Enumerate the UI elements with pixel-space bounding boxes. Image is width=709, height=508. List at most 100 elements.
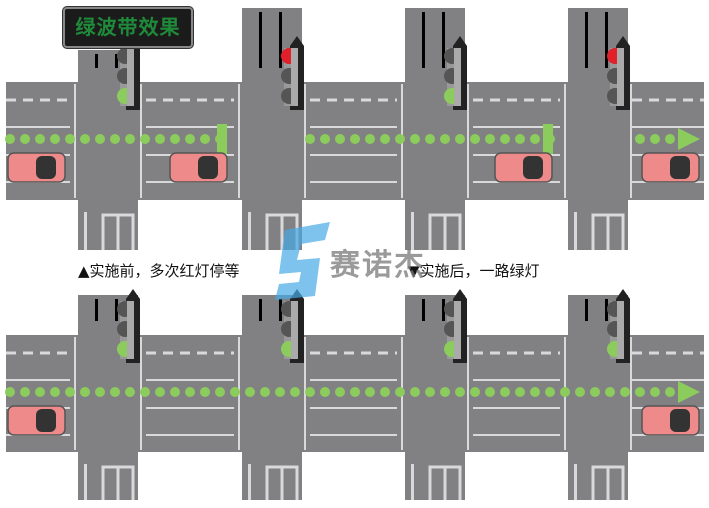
green-wave-dot [20,134,30,144]
crosswalk-lines [591,213,625,250]
green-wave-dot [275,387,285,397]
road-south [568,450,628,500]
green-wave-dot [335,387,345,397]
green-wave-dot [350,387,360,397]
lane-line [442,12,445,68]
lane-line [279,299,282,321]
lane-line [605,12,608,68]
arrow-icon [678,128,700,150]
green-wave-dot [125,387,135,397]
green-wave-dot [620,387,630,397]
road-south [405,450,465,500]
green-wave-dot [665,387,675,397]
green-wave-dot [170,387,180,397]
green-wave-dot [545,387,555,397]
crosswalk-lines [428,465,462,500]
arrow-icon [678,381,700,403]
green-wave-dot [395,387,405,397]
lane-line [473,407,560,409]
green-wave-dot [5,134,15,144]
logo-s-icon [275,222,330,300]
green-wave-dot [455,134,465,144]
traffic-light-face [291,48,298,106]
lane-line [115,54,118,68]
road-south [242,450,302,500]
green-wave-dot [425,387,435,397]
green-wave-dot [440,134,450,144]
stop-bar [543,124,553,154]
traffic-light-face [617,48,624,106]
stop-line [304,84,306,198]
green-wave-dot [5,387,15,397]
crosswalk-lines [428,213,462,250]
crosswalk-lines [101,213,135,250]
green-wave-dot [185,387,195,397]
dash-line [574,464,577,500]
lane-line [473,126,560,128]
title-sign: 绿波带效果 [63,7,193,48]
green-wave-dot [665,134,675,144]
car-windshield [670,409,690,432]
green-wave-dot [80,134,90,144]
lane-line [632,126,704,128]
lane-line [422,12,425,68]
lane-line [605,299,608,321]
dash-line [574,212,577,250]
green-wave-dot [380,134,390,144]
traffic-light-face [291,301,298,359]
lane-line [95,299,98,321]
green-wave-dot [470,387,480,397]
stop-line [630,84,632,198]
green-wave-dot [50,387,60,397]
stop-line [564,84,566,198]
watermark: 赛诺杰 [330,248,426,283]
green-wave-dot [50,134,60,144]
green-wave-dot [305,387,315,397]
green-wave-dot [140,387,150,397]
green-wave-dot [650,387,660,397]
green-wave-dot [365,387,375,397]
green-wave-dot [95,387,105,397]
road-south [78,450,138,500]
green-wave-dot [455,387,465,397]
road-south [405,198,465,250]
crosswalk-lines [591,465,625,500]
road-south [78,198,138,250]
green-wave-dot [65,387,75,397]
green-wave-dot [350,134,360,144]
lane-line [585,299,588,321]
traffic-light-face [127,48,134,106]
green-wave-dot [515,387,525,397]
green-wave-dot [260,387,270,397]
green-wave-dot [650,134,660,144]
dash-line [411,212,414,250]
green-wave-dot [320,387,330,397]
lane-line [146,434,234,436]
traffic-light-face [127,301,134,359]
green-wave-dot [95,134,105,144]
green-wave-dot [155,387,165,397]
green-wave-dot [140,134,150,144]
green-wave-dot [560,387,570,397]
traffic-light-face [617,301,624,359]
stop-bar [217,124,227,154]
lane-line [6,379,70,381]
lane-line [115,299,118,321]
green-wave-dot [515,134,525,144]
stop-line [467,337,469,450]
green-wave-dot [230,387,240,397]
stop-line [467,84,469,198]
green-wave-dot [530,134,540,144]
road-south [568,198,628,250]
green-wave-dot [185,134,195,144]
green-wave-dot [635,387,645,397]
lane-line [310,379,397,381]
green-wave-dot [245,387,255,397]
caption-after: ▼实施后，一路绿灯 [408,262,540,280]
lane-line [310,434,397,436]
green-wave-dot [35,387,45,397]
dash-line [248,464,251,500]
stop-line [238,84,240,198]
lane-line [146,126,234,128]
